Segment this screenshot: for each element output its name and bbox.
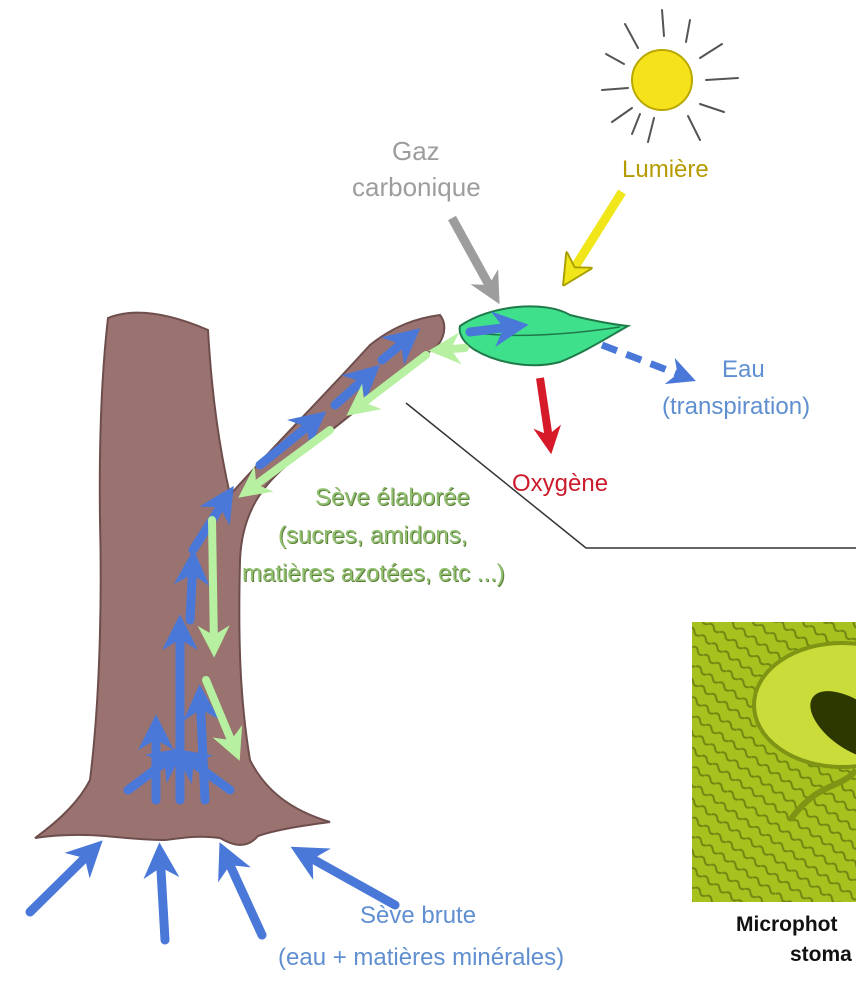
stoma-micrograph bbox=[692, 622, 856, 902]
micrograph-caption-line1: Microphot bbox=[736, 912, 837, 937]
label-seve-brute: Sève brute bbox=[360, 902, 476, 931]
label-carbonique: carbonique bbox=[352, 172, 481, 203]
label-seve-elaboree: Sève élaborée bbox=[315, 484, 470, 513]
label-seve-elaboree-details-2: matières azotées, etc ...) bbox=[242, 560, 505, 589]
light-arrow bbox=[568, 192, 622, 278]
root-arrows bbox=[30, 848, 395, 940]
co2-arrow bbox=[452, 218, 495, 296]
label-oxygene: Oxygène bbox=[512, 470, 608, 499]
pointer-line bbox=[406, 403, 856, 548]
micrograph-caption-line2: stoma bbox=[790, 942, 852, 967]
label-eau: Eau bbox=[722, 356, 765, 385]
label-seve-brute-details: (eau + matières minérales) bbox=[278, 944, 564, 973]
label-transpiration: (transpiration) bbox=[662, 393, 810, 422]
sun-icon bbox=[602, 10, 738, 142]
label-seve-elaboree-details-1: (sucres, amidons, bbox=[278, 522, 467, 551]
label-gaz: Gaz bbox=[392, 136, 440, 167]
oxygen-arrow bbox=[540, 378, 550, 446]
leaf-shape bbox=[460, 306, 628, 365]
transpiration-arrow bbox=[602, 345, 688, 378]
label-lumiere: Lumière bbox=[622, 156, 709, 185]
